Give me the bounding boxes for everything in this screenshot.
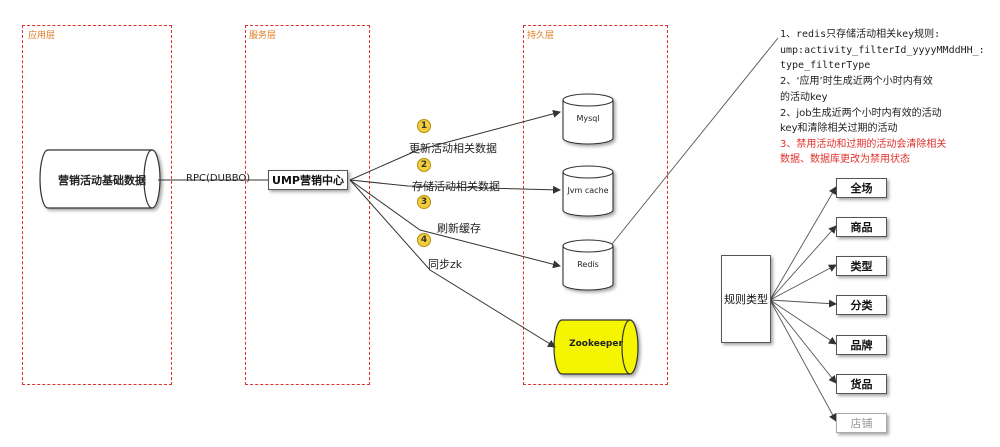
arrow-sync-zk	[349, 179, 556, 348]
redis-cylinder	[562, 239, 614, 291]
jvm-cache-cylinder	[562, 165, 614, 217]
note-line-1: 1、redis只存储活动相关key规则:	[780, 29, 941, 40]
step-1-label: 更新活动相关数据	[409, 142, 497, 155]
rule-item-goods: 货品	[836, 374, 887, 394]
arrow-refresh-redis	[349, 179, 561, 269]
persist-layer-label: 持久层	[527, 31, 555, 41]
note-line-7: key和清除相关过期的活动	[780, 123, 898, 134]
note-line-3: type_filterType	[780, 60, 871, 71]
rule-type-box: 规则类型	[721, 255, 771, 343]
step-2-badge: 2	[417, 158, 431, 172]
note-line-5: 的活动key	[780, 92, 828, 103]
note-line-4: 2、‘应用’时生成近两个小时内有效	[780, 76, 933, 87]
jvm-cache-label: Jvm cache	[567, 186, 609, 195]
note-line-8: 3、禁用活动和过期的活动会清除相关	[780, 139, 947, 150]
step-2-label: 存储活动相关数据	[412, 180, 500, 193]
step-3-badge: 3	[417, 195, 431, 209]
redis-label: Redis	[577, 260, 599, 269]
service-layer-zone	[245, 25, 370, 385]
rule-item-store: 店铺	[836, 413, 887, 433]
persist-layer-zone	[523, 25, 668, 385]
ump-center-box: UMP营销中心	[268, 170, 348, 190]
redis-note-callout	[611, 37, 779, 245]
step-1-badge: 1	[417, 119, 431, 133]
rule-item-all: 全场	[836, 178, 887, 198]
note-line-2: ump:activity_filterId_yyyyMMddHH_:	[780, 45, 985, 56]
base-data-cylinder	[39, 149, 161, 209]
note-line-6: 2、job生成近两个小时内有效的活动	[780, 108, 942, 119]
app-layer-label: 应用层	[28, 31, 56, 41]
step-4-label: 同步zk	[428, 258, 463, 271]
arrow-update-mysql	[349, 109, 561, 181]
base-data-label: 营销活动基础数据	[58, 174, 146, 187]
zookeeper-cylinder	[553, 319, 639, 375]
app-layer-zone	[22, 25, 172, 385]
mysql-label: Mysql	[576, 114, 600, 123]
step-3-label: 刷新缓存	[437, 222, 481, 235]
note-line-9: 数据、数据库更改为禁用状态	[780, 154, 910, 165]
service-layer-label: 服务层	[249, 31, 277, 41]
mysql-cylinder	[562, 93, 614, 145]
rule-item-type: 类型	[836, 256, 887, 276]
step-4-badge: 4	[417, 233, 431, 247]
rule-item-category: 分类	[836, 295, 887, 315]
arrow-store-jvm	[349, 179, 561, 194]
zookeeper-label: Zookeeper	[569, 339, 623, 349]
rule-item-brand: 品牌	[836, 335, 887, 355]
rule-item-product: 商品	[836, 217, 887, 237]
rule-type-arrows	[769, 186, 837, 422]
rpc-label: RPC(DUBBO)	[186, 173, 251, 184]
